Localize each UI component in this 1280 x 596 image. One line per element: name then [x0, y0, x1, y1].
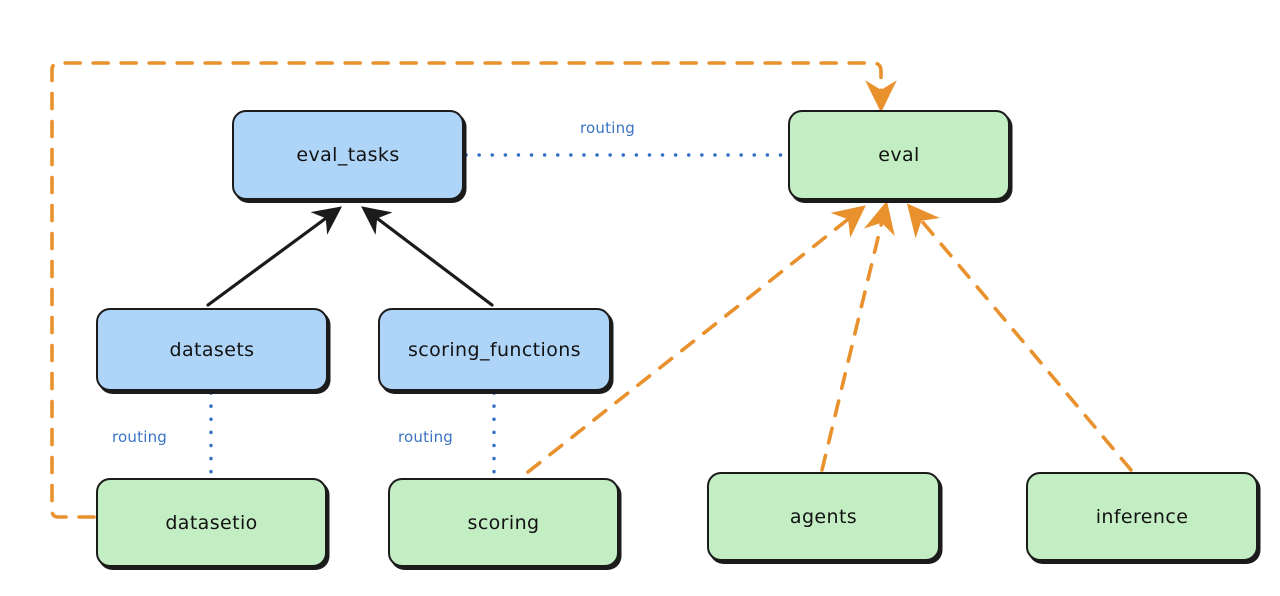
node-label-scoring: scoring	[467, 511, 540, 534]
node-datasetio[interactable]: datasetio	[96, 478, 327, 567]
edge-datasetio-to-eval	[50, 61, 897, 519]
node-label-scoring-functions: scoring_functions	[408, 338, 581, 361]
edge-label-routing-scoring: routing	[398, 428, 453, 446]
edge-agents-to-eval	[820, 200, 895, 472]
node-eval-tasks[interactable]: eval_tasks	[232, 110, 464, 200]
edge-label-routing-eval-tasks: routing	[580, 119, 635, 137]
node-agents[interactable]: agents	[707, 472, 940, 561]
node-inference[interactable]: inference	[1026, 472, 1258, 561]
edge-label-routing-datasets: routing	[112, 428, 167, 446]
node-label-eval-tasks: eval_tasks	[296, 144, 400, 166]
node-label-datasets: datasets	[169, 338, 255, 361]
edge-scoring-functions-to-eval-tasks	[361, 206, 494, 307]
node-scoring-functions[interactable]: scoring_functions	[378, 308, 611, 391]
node-label-datasetio: datasetio	[165, 511, 258, 534]
node-datasets[interactable]: datasets	[96, 308, 328, 391]
edge-inference-to-eval	[906, 203, 1133, 472]
node-label-agents: agents	[789, 505, 858, 528]
node-label-eval: eval	[878, 144, 920, 166]
edge-scoring-to-eval	[526, 205, 866, 474]
node-eval[interactable]: eval	[788, 110, 1010, 200]
edge-datasets-to-eval-tasks	[206, 206, 343, 307]
node-scoring[interactable]: scoring	[388, 478, 619, 567]
node-label-inference: inference	[1095, 505, 1189, 528]
